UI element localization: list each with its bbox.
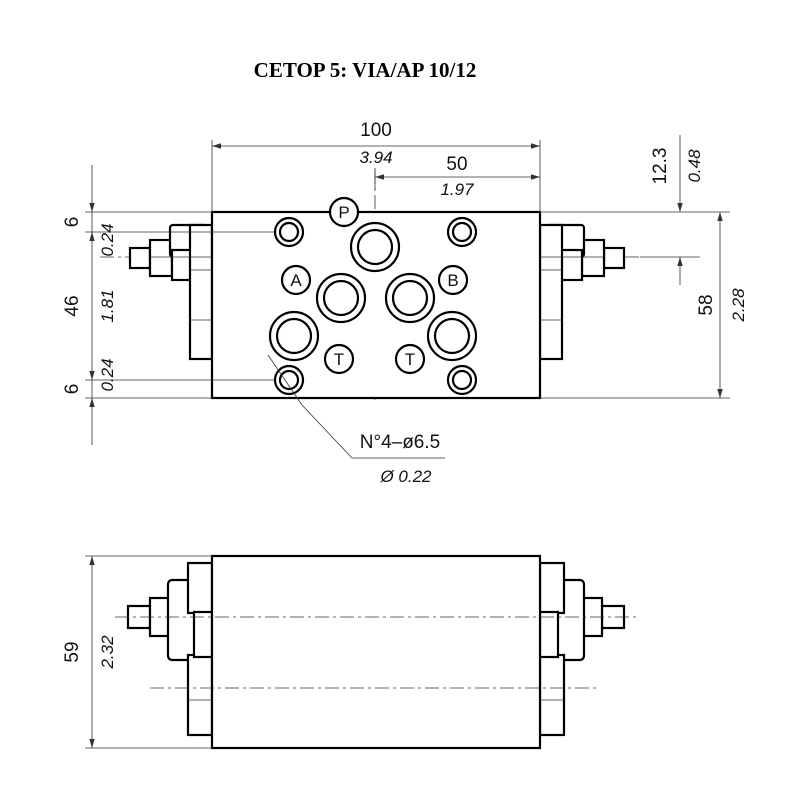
height-mm-label: 58 — [696, 294, 717, 315]
port-t-right-label: T — [405, 350, 415, 369]
valve-block-top — [210, 210, 542, 400]
top-margin-mm-label: 6 — [62, 217, 83, 228]
port-b-badge — [437, 264, 469, 296]
port-t-left-badge — [323, 343, 355, 375]
depth-mm-label: 59 — [62, 641, 83, 662]
port-t-left-label: T — [334, 350, 344, 369]
hole-callout-leader — [301, 404, 353, 459]
width-in-label: 3.94 — [359, 148, 392, 167]
mounting-holes — [273, 216, 478, 396]
half-width-in-label: 1.97 — [440, 180, 474, 199]
width-mm-label: 100 — [360, 120, 392, 141]
port-a-label: A — [290, 271, 302, 290]
valve-block-side — [210, 554, 542, 750]
top-margin-in-label: 0.24 — [98, 223, 117, 256]
holes-in-label: Ø 0.22 — [379, 467, 432, 486]
right-fitting — [538, 223, 626, 361]
port-b-label: B — [447, 271, 458, 290]
side-left-fitting — [126, 561, 214, 737]
left-fitting — [128, 223, 214, 361]
port-t-right-badge — [394, 343, 426, 375]
hole-spacing-mm-label: 46 — [62, 295, 83, 316]
port-a-badge — [280, 264, 312, 296]
bottom-margin-mm-label: 6 — [62, 384, 83, 395]
hole-spacing-in-label: 1.81 — [98, 289, 117, 322]
offset-in-label: 0.48 — [685, 149, 704, 183]
bottom-margin-in-label: 0.24 — [98, 358, 117, 391]
port-p-badge — [328, 196, 360, 228]
height-in-label: 2.28 — [729, 288, 748, 323]
fluid-ports — [268, 221, 478, 362]
port-p-label: P — [338, 203, 349, 222]
drawing-title: CETOP 5: VIA/AP 10/12 — [254, 58, 477, 82]
holes-mm-label: N°4–ø6.5 — [360, 432, 440, 453]
depth-in-label: 2.32 — [98, 635, 117, 670]
side-view: 59 2.32 — [62, 554, 640, 750]
half-width-mm-label: 50 — [446, 154, 467, 175]
offset-mm-label: 12.3 — [650, 148, 671, 185]
top-view: P A B T T 100 3.94 50 1.97 12.3 0.48 58 … — [62, 120, 748, 486]
side-right-fitting — [538, 561, 626, 737]
